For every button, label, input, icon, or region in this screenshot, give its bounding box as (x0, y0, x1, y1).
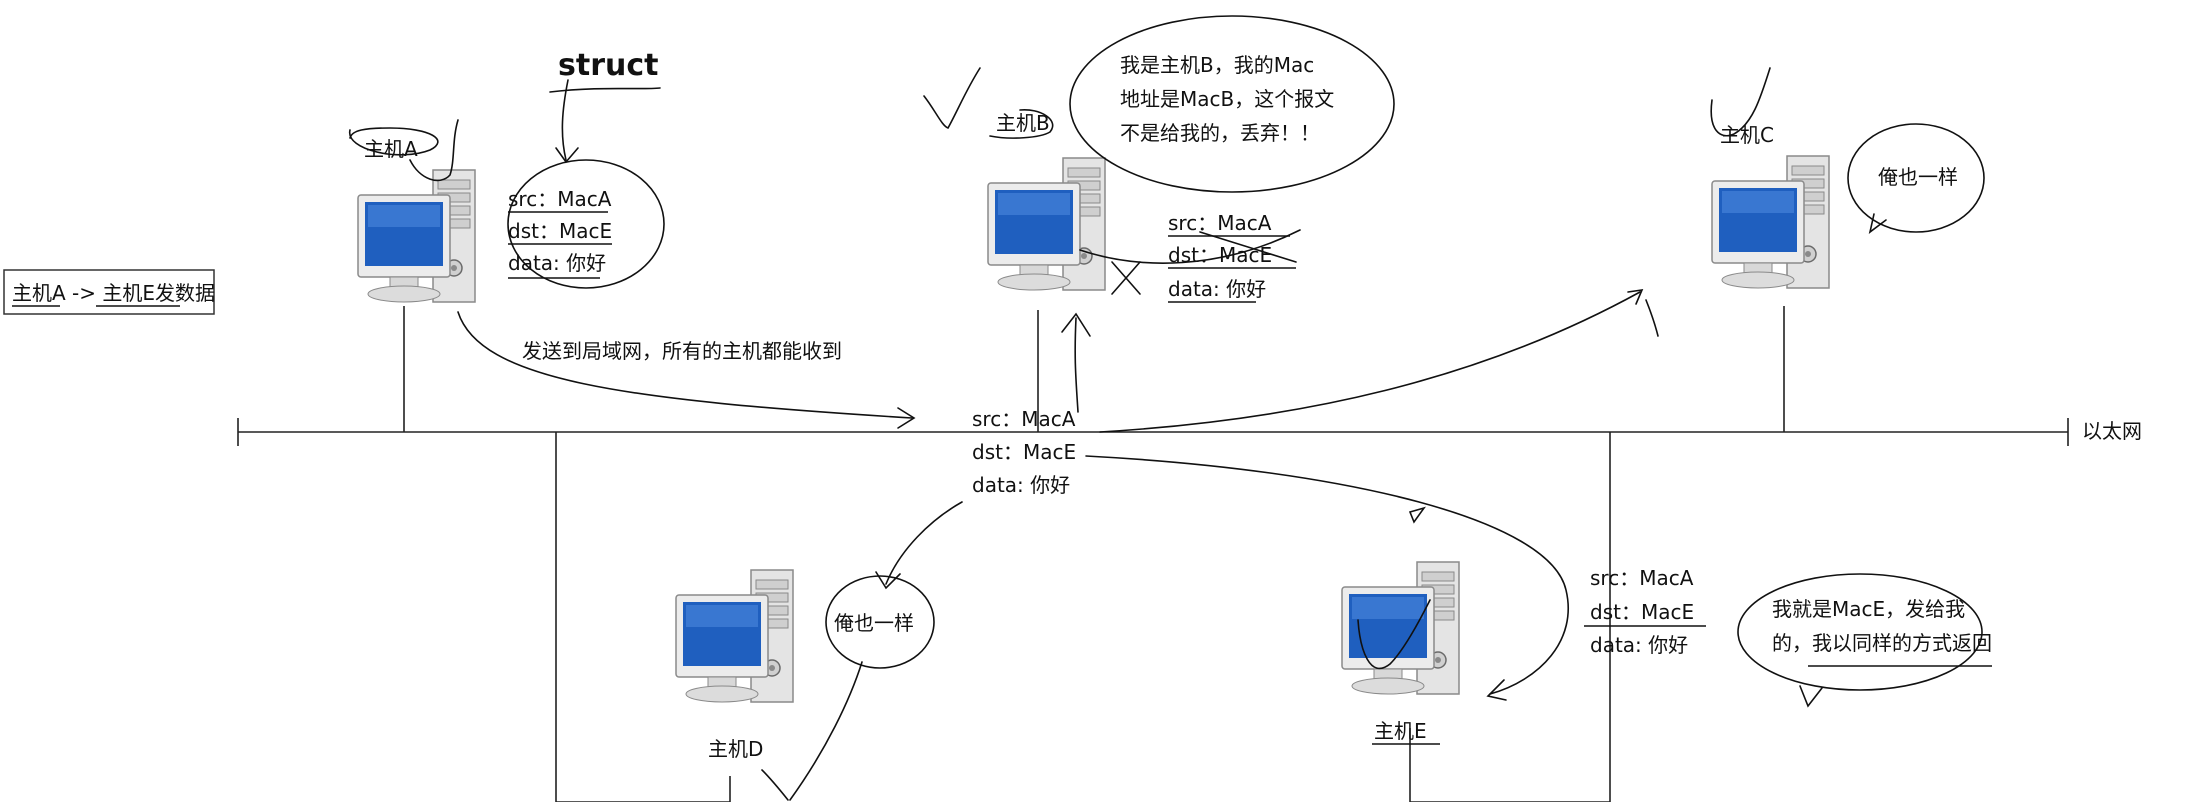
host-a-label: 主机A (364, 137, 418, 161)
host-a-frame-src: src：MacA (508, 187, 612, 211)
broadcast-note: 发送到局域网，所有的主机都能收到 (522, 339, 842, 363)
host-a-frame-dst: dst：MacE (508, 219, 612, 243)
diagram-title: struct (558, 48, 658, 83)
host-e-frame-dst: dst：MacE (1590, 600, 1694, 624)
caption-text: 主机A -> 主机E发数据 (12, 281, 215, 305)
host-c-speech: 俺也一样 (1878, 165, 1958, 189)
host-a-frame-data: data: 你好 (508, 251, 606, 275)
center-frame-src: src：MacA (972, 407, 1076, 431)
host-b-frame-src: src：MacA (1168, 211, 1272, 235)
computer-icon (987, 157, 1106, 291)
host-e-speech-2: 的，我以同样的方式返回 (1772, 631, 1992, 655)
host-b: 主机B 我是主机B，我的Mac 地址是MacB，这个报文 不是给我的，丢弃！！ … (923, 15, 1395, 413)
host-d: 主机D 俺也一样 (675, 501, 963, 801)
host-e-frame-src: src：MacA (1590, 566, 1694, 590)
computer-icon (1341, 561, 1460, 695)
host-b-frame-data: data: 你好 (1168, 277, 1266, 301)
host-c: 主机C 俺也一样 (1710, 67, 1985, 289)
computer-icon (357, 169, 476, 303)
computer-icon (1711, 155, 1830, 289)
host-b-label: 主机B (996, 111, 1050, 135)
host-a: 主机A src：MacA dst：MacE data: 你好 (349, 119, 665, 303)
host-d-label: 主机D (708, 737, 763, 761)
computer-icon (675, 569, 794, 703)
host-e-label: 主机E (1374, 719, 1427, 743)
host-b-speech-2: 地址是MacB，这个报文 (1120, 87, 1334, 111)
host-b-speech-1: 我是主机B，我的Mac (1120, 53, 1314, 77)
host-e-frame-data: data: 你好 (1590, 633, 1688, 657)
host-e-speech-1: 我就是MacE，发给我 (1772, 597, 1965, 621)
center-frame-dst: dst：MacE (972, 440, 1076, 464)
ethernet-label: 以太网 (2082, 419, 2142, 443)
host-d-speech: 俺也一样 (834, 611, 914, 635)
host-b-speech-3: 不是给我的，丢弃！！ (1120, 121, 1320, 145)
host-e: 主机E src：MacA dst：MacE data: 你好 我就是MacE，发… (1341, 506, 1992, 745)
center-frame-data: data: 你好 (972, 473, 1070, 497)
host-b-frame-dst: dst：MacE (1168, 243, 1272, 267)
